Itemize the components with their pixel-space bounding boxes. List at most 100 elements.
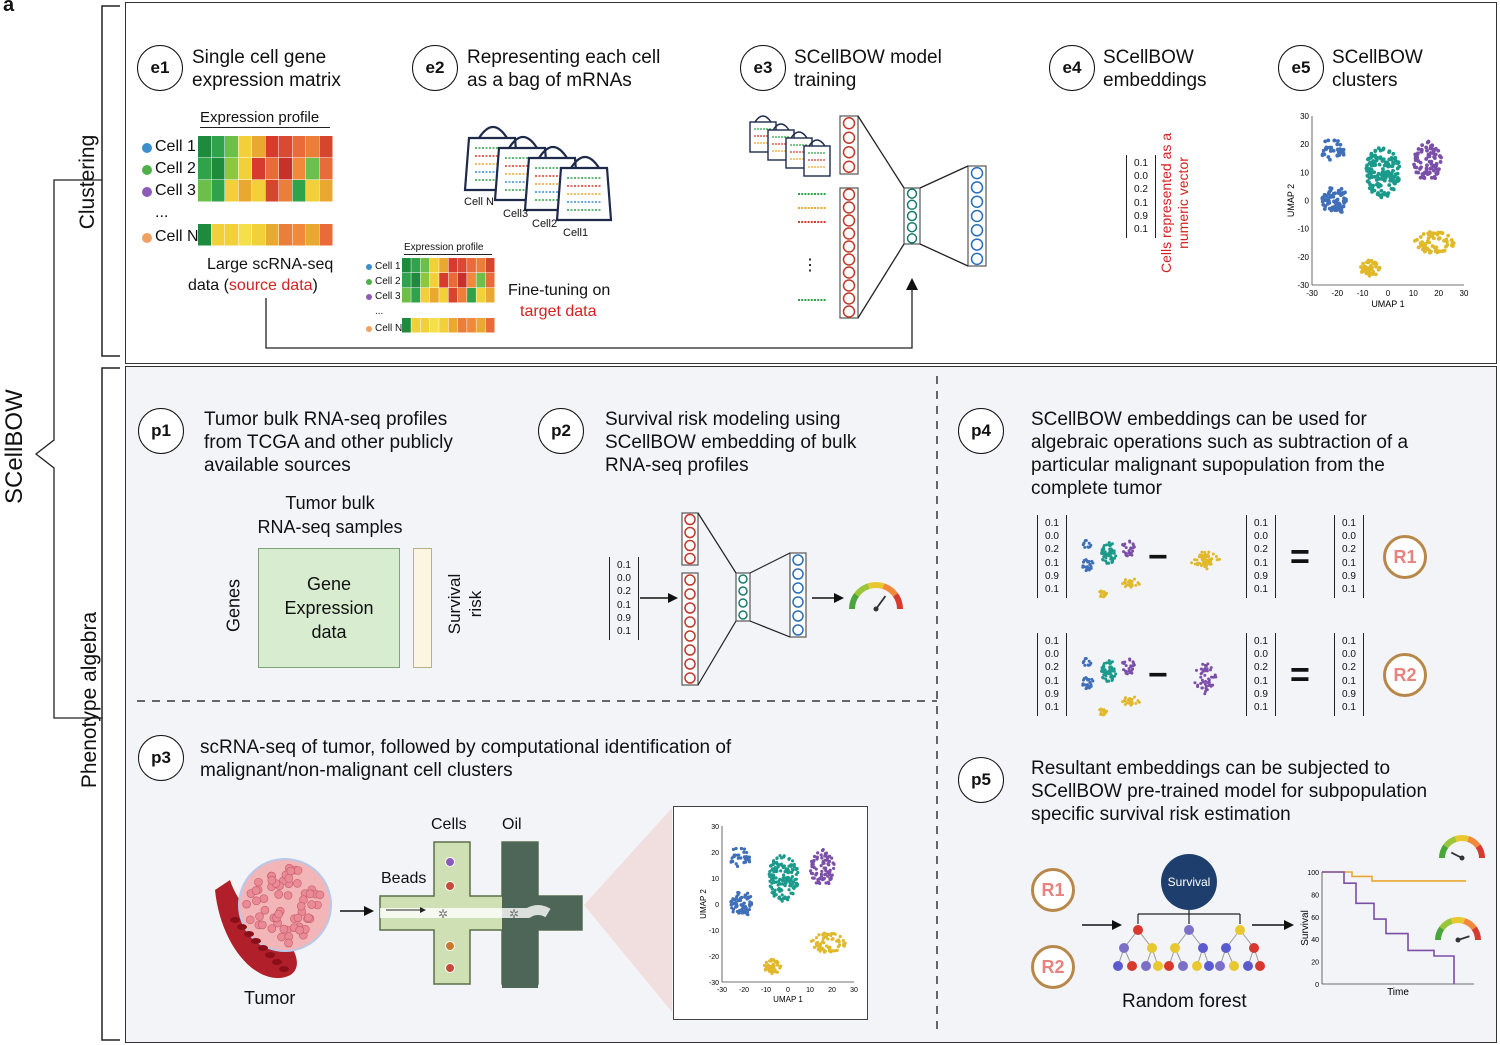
umap-point bbox=[1426, 152, 1431, 157]
umap-point bbox=[772, 870, 776, 874]
x-tick-label: 0 bbox=[1386, 289, 1391, 298]
heat-cell bbox=[476, 318, 486, 333]
x-tick-label: -10 bbox=[1357, 289, 1369, 298]
umap-point bbox=[1432, 231, 1437, 236]
figure-label: a bbox=[3, 0, 15, 16]
km-y-tick: 0 bbox=[1315, 982, 1319, 989]
vector-value: 0.2 bbox=[1342, 662, 1356, 674]
umap-point bbox=[820, 869, 824, 874]
umap-point bbox=[826, 862, 830, 866]
cell-label: ... bbox=[375, 306, 384, 317]
bag-label-cell1: Cell1 bbox=[563, 227, 589, 239]
umap-point bbox=[1382, 177, 1386, 182]
umap-point bbox=[821, 859, 825, 864]
y-tick-label: 10 bbox=[1300, 168, 1309, 177]
e4-title: SCellBOW embeddings bbox=[1103, 47, 1207, 91]
step-badge-p5: p5 bbox=[958, 757, 1004, 803]
p5-arrows bbox=[1082, 920, 1294, 930]
heat-cell bbox=[448, 318, 458, 333]
umap-point bbox=[779, 897, 783, 901]
p2-survival-network bbox=[640, 512, 903, 686]
umap-point bbox=[794, 877, 798, 881]
umap-point bbox=[812, 865, 816, 870]
umap-point bbox=[772, 965, 776, 970]
umap-point bbox=[830, 856, 834, 860]
umap-point bbox=[1368, 182, 1373, 187]
umap-point bbox=[1396, 160, 1401, 165]
umap-point bbox=[732, 901, 736, 906]
umap-point bbox=[1424, 145, 1429, 150]
heat-cell bbox=[457, 288, 467, 303]
umap-point bbox=[742, 861, 746, 865]
cell-label: Cell N bbox=[375, 322, 403, 334]
umap-point bbox=[779, 856, 784, 860]
heat-cell bbox=[457, 258, 467, 273]
umap-point bbox=[774, 876, 778, 880]
umap-point bbox=[816, 851, 820, 855]
umap-point bbox=[794, 872, 799, 877]
vector-value: 0.2 bbox=[617, 586, 631, 598]
umap-point bbox=[770, 971, 774, 976]
umap-point bbox=[821, 847, 825, 852]
minus-sign: − bbox=[1148, 656, 1168, 694]
umap-point bbox=[1426, 139, 1431, 144]
umap-point bbox=[729, 859, 733, 863]
umap-point bbox=[1420, 143, 1425, 147]
umap-point bbox=[784, 877, 788, 881]
umap-point bbox=[729, 903, 733, 907]
zoom-wedge bbox=[584, 808, 672, 1012]
km-curve-high-risk bbox=[1322, 871, 1455, 984]
heat-cell bbox=[439, 273, 448, 288]
microfluidic-chip: ✲✲ bbox=[379, 841, 583, 988]
heat-cell bbox=[467, 318, 476, 333]
heat-cell bbox=[429, 273, 439, 288]
heat-cell bbox=[411, 318, 421, 333]
umap-point bbox=[1324, 145, 1329, 150]
gene-expression-box-label: Gene Expression data bbox=[284, 574, 374, 642]
umap-point bbox=[787, 888, 791, 892]
p3-title: scRNA-seq of tumor, followed by computat… bbox=[200, 737, 732, 781]
umap-point bbox=[734, 862, 738, 866]
umap-point bbox=[1372, 170, 1377, 175]
umap-point bbox=[1367, 167, 1372, 171]
umap-point bbox=[1328, 186, 1333, 190]
umap-point bbox=[1364, 166, 1369, 171]
e4-note: Cells represented as a numeric vector bbox=[1158, 132, 1191, 274]
vector-value: 0.1 bbox=[1045, 557, 1059, 569]
umap-point bbox=[1388, 175, 1393, 180]
umap-point bbox=[832, 866, 836, 871]
vector-value: 0.0 bbox=[1045, 531, 1059, 543]
umap-point bbox=[735, 864, 740, 868]
umap-point bbox=[789, 870, 793, 874]
heat-cell bbox=[448, 258, 458, 273]
umap-point bbox=[818, 943, 822, 948]
vector-value: 0.1 bbox=[1342, 584, 1356, 596]
umap-point bbox=[1329, 208, 1334, 213]
subpopulation-thumbnail bbox=[1193, 662, 1218, 696]
umap-point bbox=[1340, 192, 1345, 196]
p4-r2-badge: R2 bbox=[1383, 653, 1427, 697]
umap-point bbox=[791, 868, 795, 872]
umap-point bbox=[1419, 147, 1424, 152]
heat-cell bbox=[238, 180, 252, 202]
vector-value: 0.1 bbox=[1045, 702, 1059, 714]
vector-value: 0.9 bbox=[1254, 570, 1268, 582]
umap-point bbox=[1377, 184, 1381, 189]
umap-point bbox=[1420, 240, 1425, 245]
umap-point bbox=[772, 958, 776, 962]
umap-point bbox=[1436, 148, 1441, 153]
umap-point bbox=[786, 868, 790, 873]
vector-value: 0.1 bbox=[1342, 518, 1356, 529]
umap-point bbox=[1427, 248, 1431, 253]
ellipsis-dots: ⋮ bbox=[802, 257, 818, 274]
umap-point bbox=[795, 867, 799, 871]
umap-point bbox=[1439, 230, 1443, 235]
umap-point bbox=[814, 873, 818, 877]
umap-point bbox=[1335, 142, 1340, 147]
km-y-tick: 60 bbox=[1311, 915, 1319, 922]
heat-cell bbox=[265, 158, 279, 180]
umap-point bbox=[1432, 154, 1436, 159]
umap-point bbox=[819, 864, 823, 868]
umap-point bbox=[762, 963, 767, 967]
umap-point bbox=[832, 932, 836, 936]
